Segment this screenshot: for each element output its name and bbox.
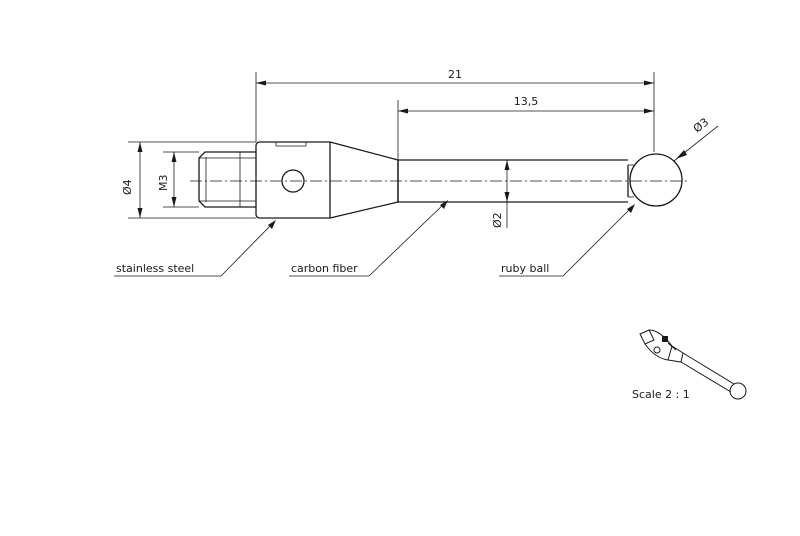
dimension-shaft-diameter: Ø2 [491,160,510,228]
stainless-steel-label: stainless steel [116,262,194,275]
dimension-thread: M3 [157,151,199,208]
shaft-section [397,159,634,203]
ruby-ball-circle [629,153,683,207]
callout-ruby-ball: ruby ball [499,204,635,277]
body-section [255,141,331,219]
dimension-ball: Ø3 [673,115,719,162]
thread-label: M3 [157,175,170,192]
cone-section [329,141,399,219]
carbon-fiber-label: carbon fiber [291,262,358,275]
scale-label: Scale 2 : 1 [632,388,690,401]
body-diameter-label: Ø4 [121,179,134,195]
dimension-body-diameter: Ø4 [121,141,256,219]
stylus-outline [198,141,683,219]
thread-section [198,151,256,208]
callout-stainless-steel: stainless steel [114,220,276,277]
dimension-shaft: 13,5 [397,95,654,160]
shaft-length-label: 13,5 [514,95,539,108]
overall-length-label: 21 [448,68,462,81]
shaft-diameter-label: Ø2 [491,212,504,228]
dimension-overall: 21 [255,68,655,152]
isometric-preview: Scale 2 : 1 [632,329,747,401]
ruby-ball-label: ruby ball [501,262,549,275]
ball-diameter-label: Ø3 [691,115,711,135]
callout-carbon-fiber: carbon fiber [289,200,448,277]
